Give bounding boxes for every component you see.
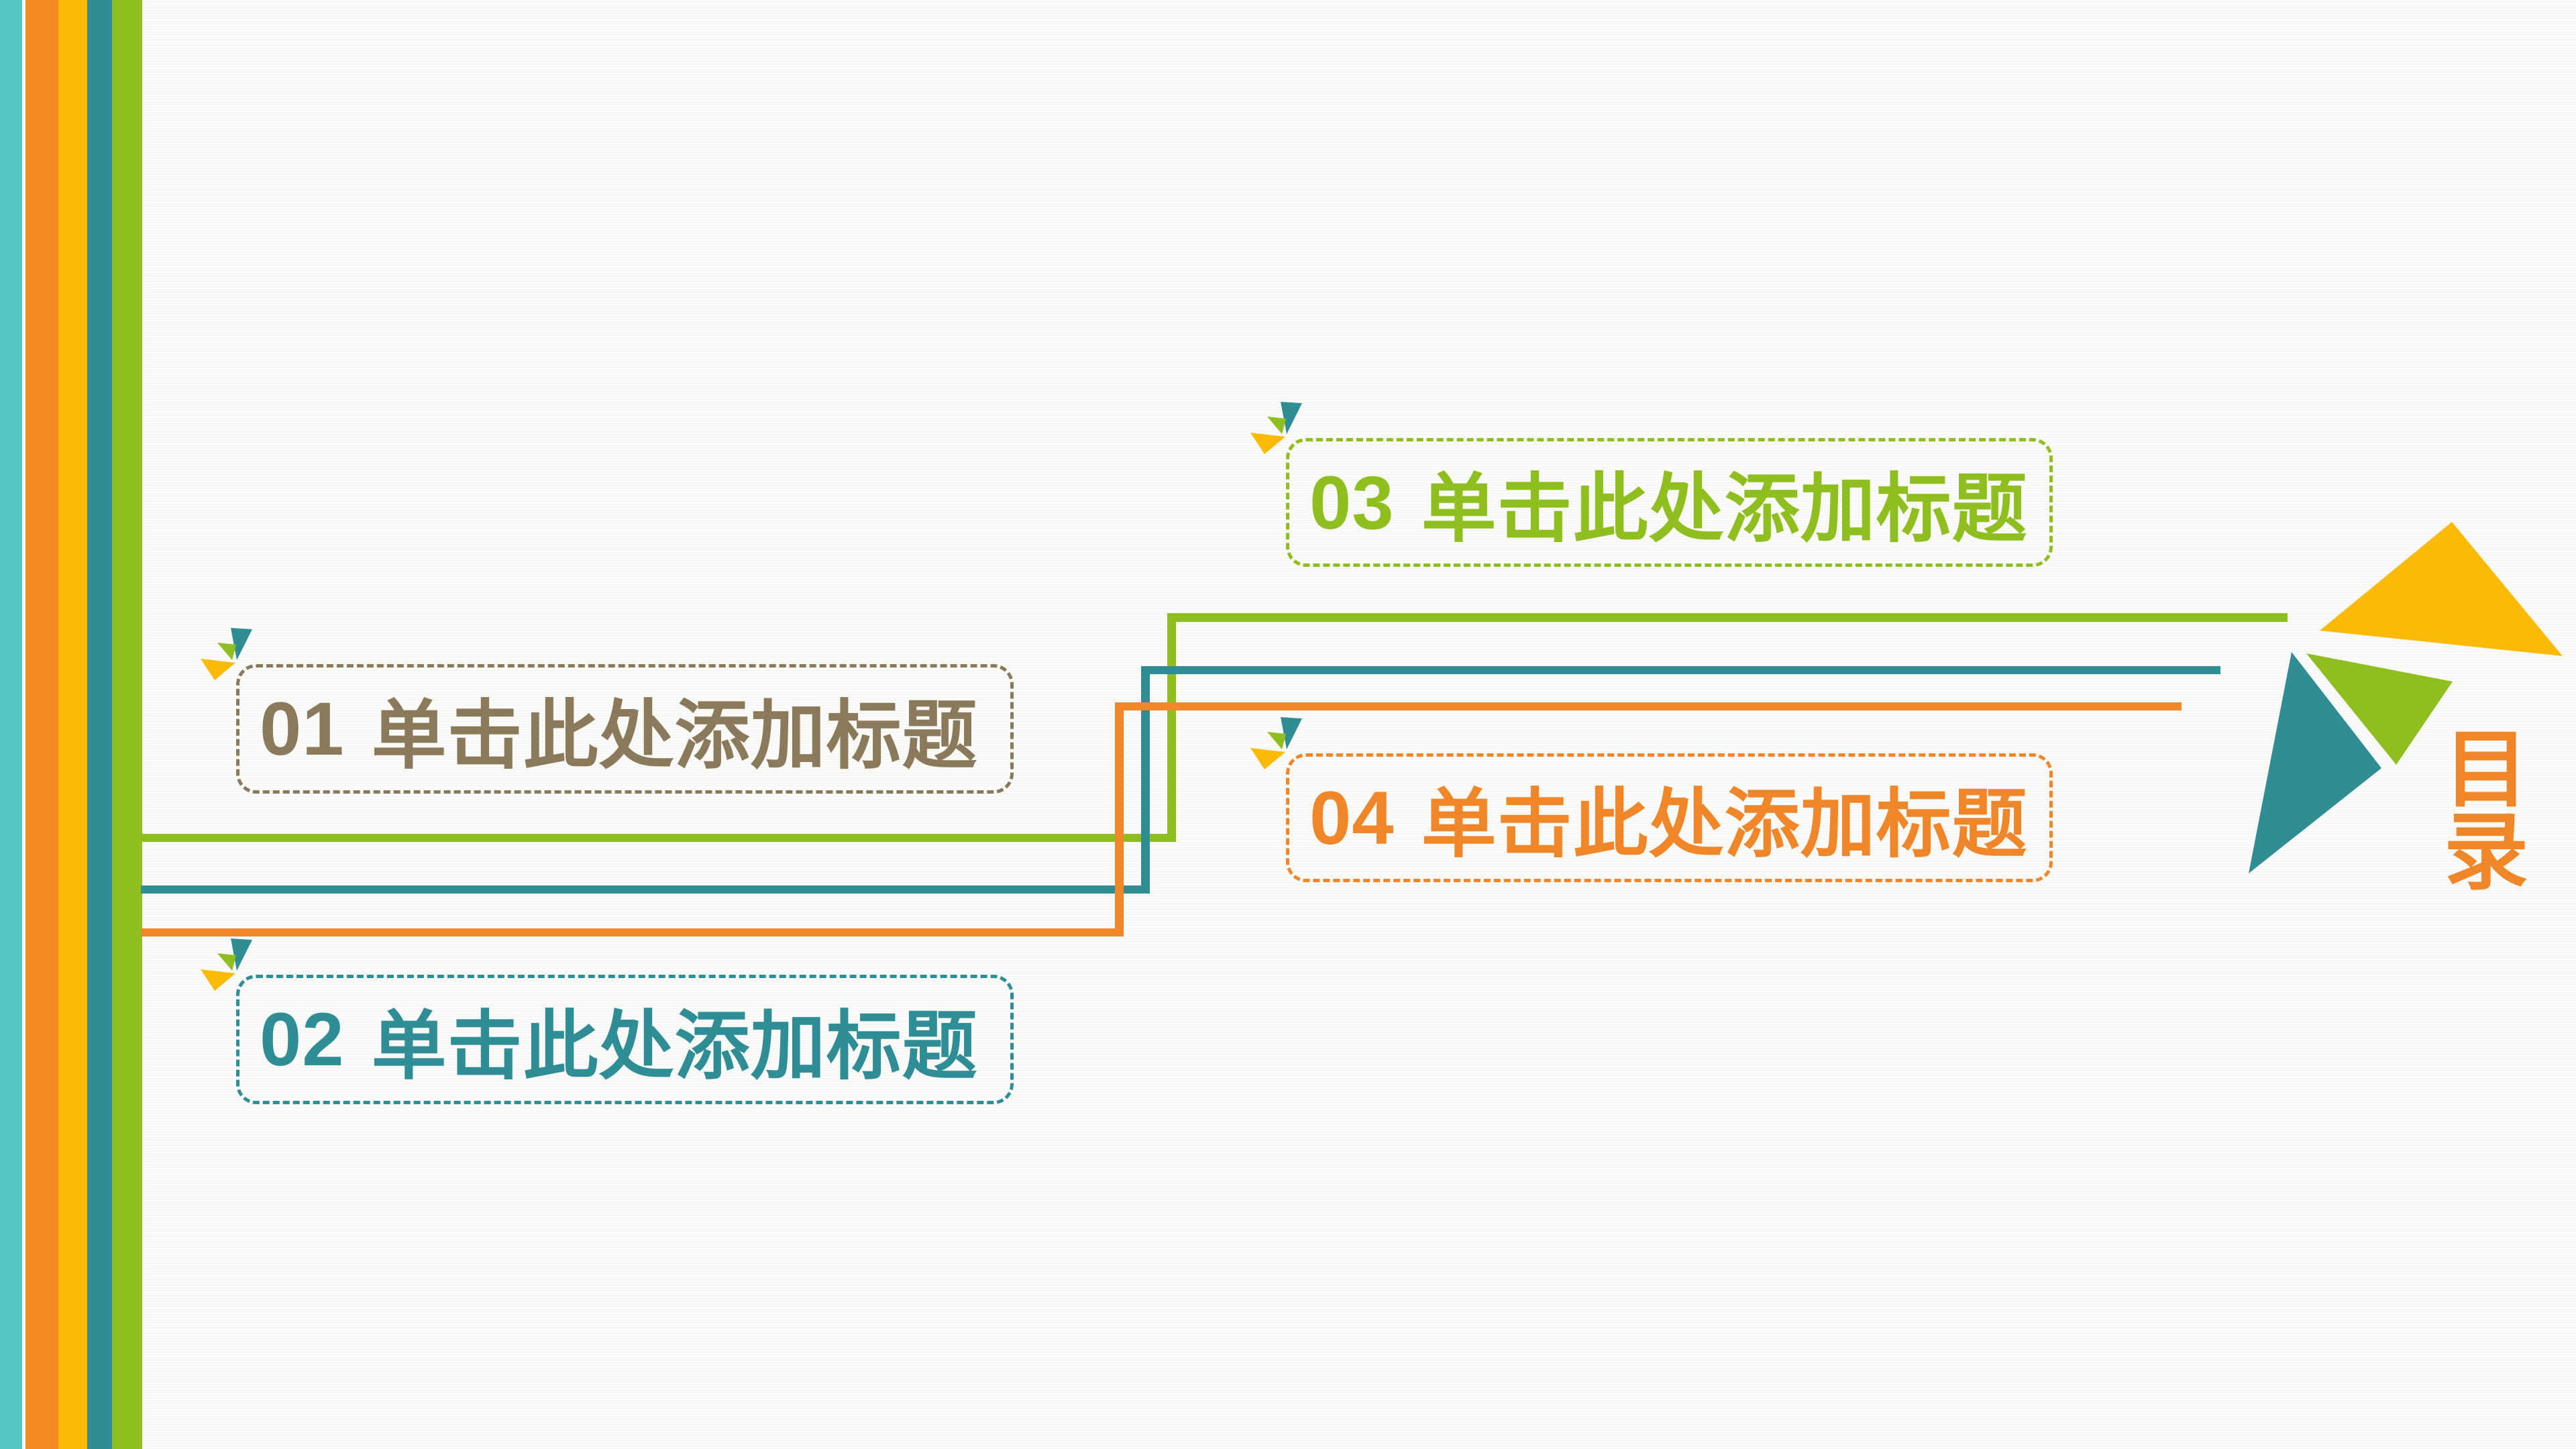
connector-green-vertical [1167, 613, 1176, 842]
toc-item-number: 03 [1309, 460, 1395, 545]
edge-stripe-green [112, 0, 142, 1449]
toc-item-04[interactable]: 04 单击此处添加标题 [1250, 717, 2053, 882]
edge-stripe-yellow [58, 0, 87, 1449]
edge-stripe-orange [25, 0, 58, 1449]
deco-triangle-green [2306, 653, 2453, 765]
deco-triangle-teal [2249, 652, 2381, 873]
toc-item-number: 02 [260, 998, 345, 1081]
page-title-char-bottom: 录 [2444, 805, 2528, 900]
connector-teal-upper [1141, 666, 2220, 674]
toc-item-number: 01 [260, 687, 345, 771]
pinwheel-triangles-icon [1250, 717, 1302, 769]
edge-stripe-teal-light [0, 0, 22, 1449]
toc-item-number: 04 [1309, 775, 1395, 860]
deco-triangles-icon [2249, 522, 2563, 873]
pinwheel-triangles-icon [201, 628, 252, 680]
toc-item-title: 单击此处添加标题 [371, 1004, 978, 1088]
deco-triangle-yellow [2320, 522, 2563, 656]
toc-item-title: 单击此处添加标题 [1421, 782, 2028, 866]
connector-orange-upper [1115, 702, 2182, 710]
page-title: 目 录 [2442, 722, 2530, 900]
toc-item-01[interactable]: 01 单击此处添加标题 [201, 628, 1014, 794]
page-title-char-top: 目 [2444, 722, 2528, 817]
pinwheel-triangles-icon [201, 938, 252, 991]
connector-green-upper [1167, 613, 2288, 622]
toc-item-02[interactable]: 02 单击此处添加标题 [201, 938, 1014, 1104]
toc-item-title: 单击此处添加标题 [371, 693, 978, 777]
connector-teal-lower [141, 885, 1150, 894]
connector-orange-vertical [1115, 702, 1124, 936]
toc-item-title: 单击此处添加标题 [1421, 467, 2028, 551]
edge-stripe-teal-dark [87, 0, 112, 1449]
toc-item-03[interactable]: 03 单击此处添加标题 [1250, 402, 2053, 567]
pinwheel-triangles-icon [1250, 402, 1302, 454]
connector-teal-vertical [1141, 666, 1150, 894]
connector-orange-lower [141, 928, 1124, 936]
connector-green-lower [141, 834, 1176, 842]
